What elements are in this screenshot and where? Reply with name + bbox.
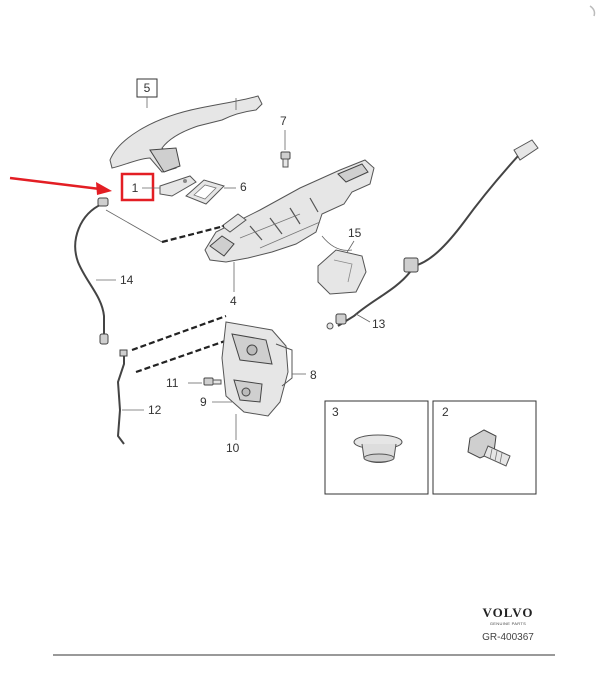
callout-12: 12 xyxy=(148,403,162,417)
callout-9: 9 xyxy=(200,395,207,409)
callout-6: 6 xyxy=(240,180,247,194)
brand-tagline: GENUINE PARTS xyxy=(490,621,526,626)
callout-10: 10 xyxy=(226,441,240,455)
detail-box-3: 3 xyxy=(324,400,429,495)
part-4-handle-carrier xyxy=(204,159,375,263)
part-1-handle-cover xyxy=(159,175,197,197)
callout-11: 11 xyxy=(166,376,179,390)
callout-5: 5 xyxy=(144,81,151,95)
dashed-link-lower-2 xyxy=(135,338,229,374)
brand-name: VOLVO xyxy=(483,605,534,620)
callout-13: 13 xyxy=(372,317,386,331)
callout-8: 8 xyxy=(310,368,317,382)
dashed-link-upper xyxy=(161,224,225,244)
part-3-grommet xyxy=(353,434,403,463)
callout-4: 4 xyxy=(230,294,237,308)
callout-2: 2 xyxy=(442,405,449,419)
callout-15: 15 xyxy=(348,226,362,240)
detail-box-2: 2 xyxy=(432,400,537,495)
part-2-bolt xyxy=(467,429,511,467)
corner-mark-icon xyxy=(589,5,596,17)
part-5-exterior-handle xyxy=(109,95,263,173)
part-14-cable xyxy=(74,197,109,345)
callout-14: 14 xyxy=(120,273,134,287)
part-10-lock-assembly xyxy=(221,321,293,417)
part-6-gasket xyxy=(185,179,225,205)
part-15-cover xyxy=(317,249,367,295)
part-12-rod xyxy=(116,349,128,445)
part-11-screw xyxy=(203,377,222,386)
diagram-reference: GR-400367 xyxy=(482,632,534,643)
dashed-link-lower-1 xyxy=(131,314,227,352)
part-7-screw xyxy=(280,151,291,168)
callout-7: 7 xyxy=(280,114,287,128)
part-13-cable xyxy=(326,139,539,330)
callout-1-highlight xyxy=(120,172,155,202)
red-arrow-icon xyxy=(9,176,112,195)
callout-3: 3 xyxy=(332,405,339,419)
callout-1: 1 xyxy=(132,181,139,195)
